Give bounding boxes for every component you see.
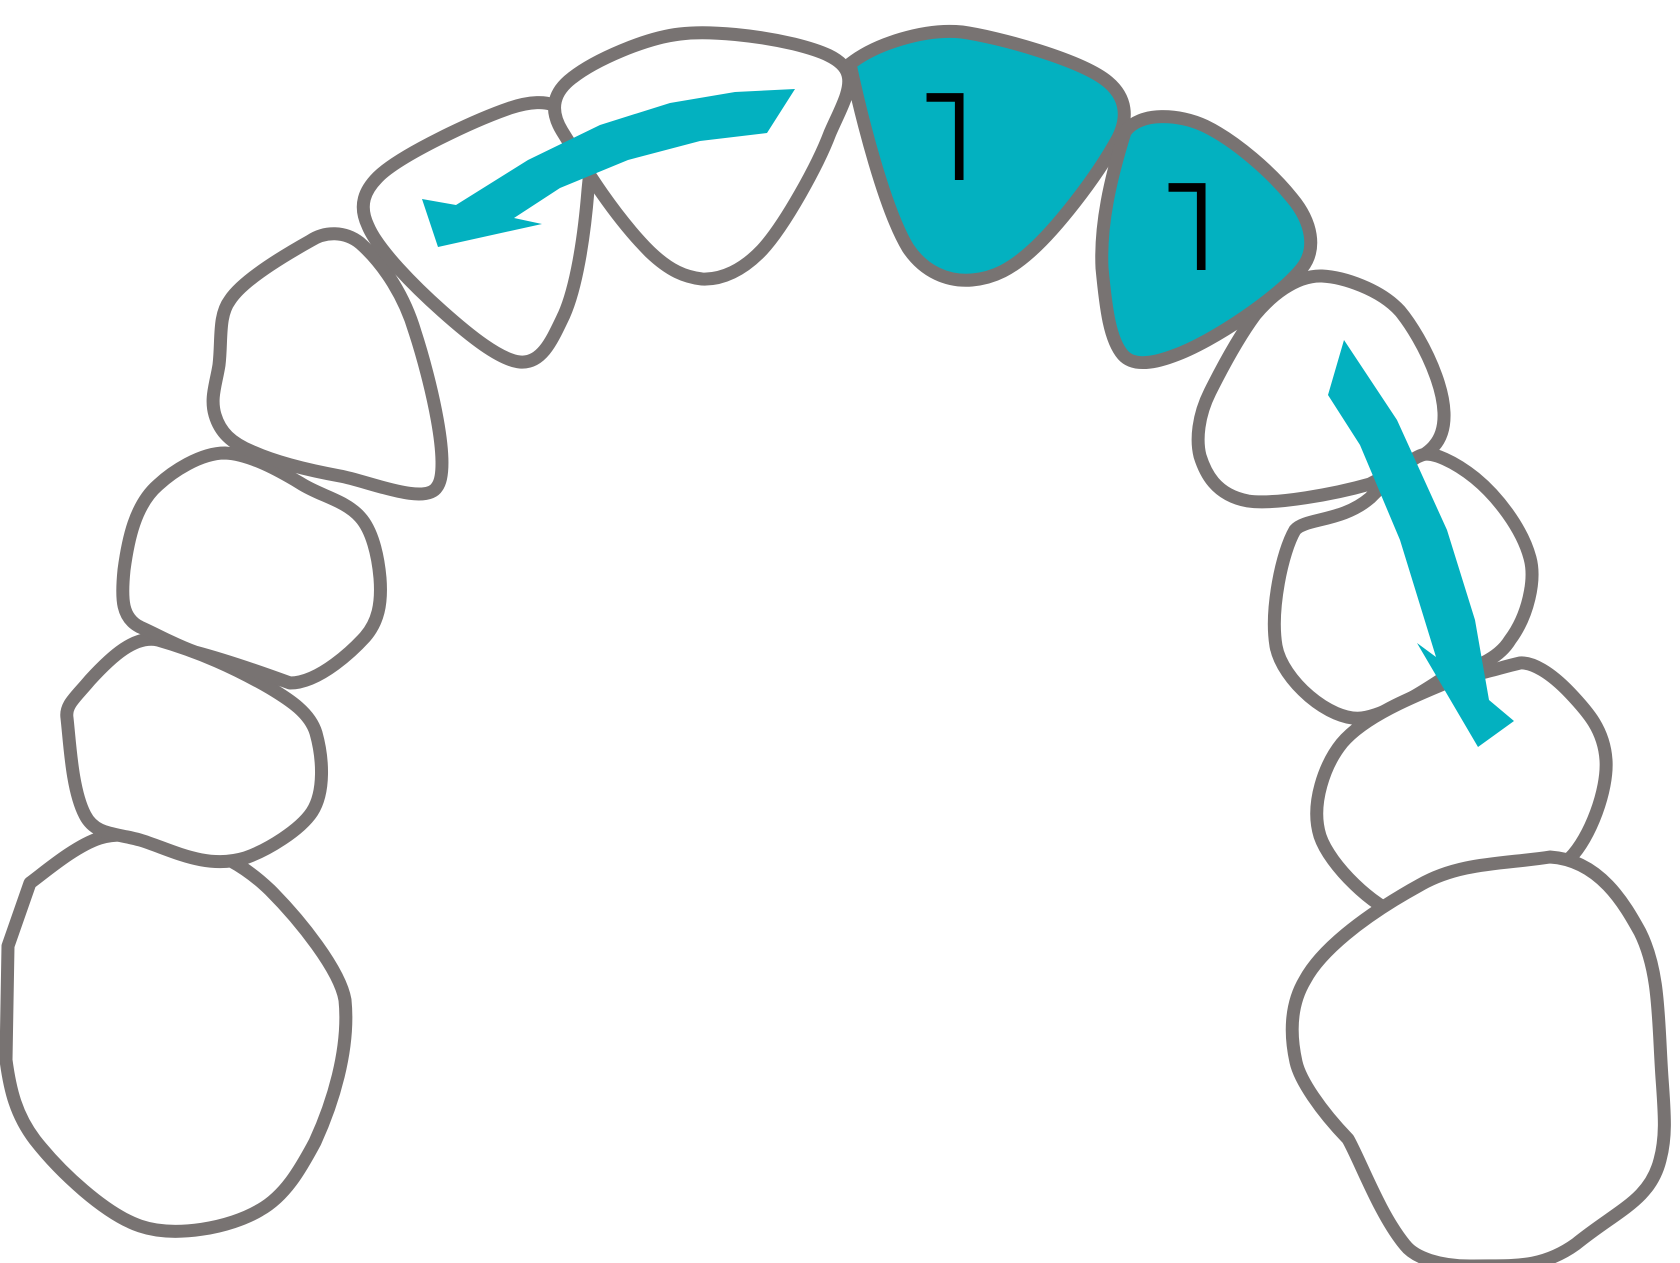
tooth-upper-right-central-incisor — [843, 24, 1131, 287]
tooth-upper-right-molar — [1285, 850, 1671, 1263]
tooth-upper-left-molar — [0, 828, 353, 1238]
arrow-right — [1328, 340, 1514, 747]
tooth-upper-left-first-premolar — [116, 446, 387, 690]
marker-upper-right-lateral-incisor: ˥ — [1155, 149, 1219, 301]
arrow-left — [422, 89, 795, 247]
tooth-upper-left-second-premolar — [60, 632, 328, 869]
tooth-upper-left-canine — [206, 227, 449, 501]
marker-upper-right-central-incisor: ˥ — [913, 59, 977, 211]
